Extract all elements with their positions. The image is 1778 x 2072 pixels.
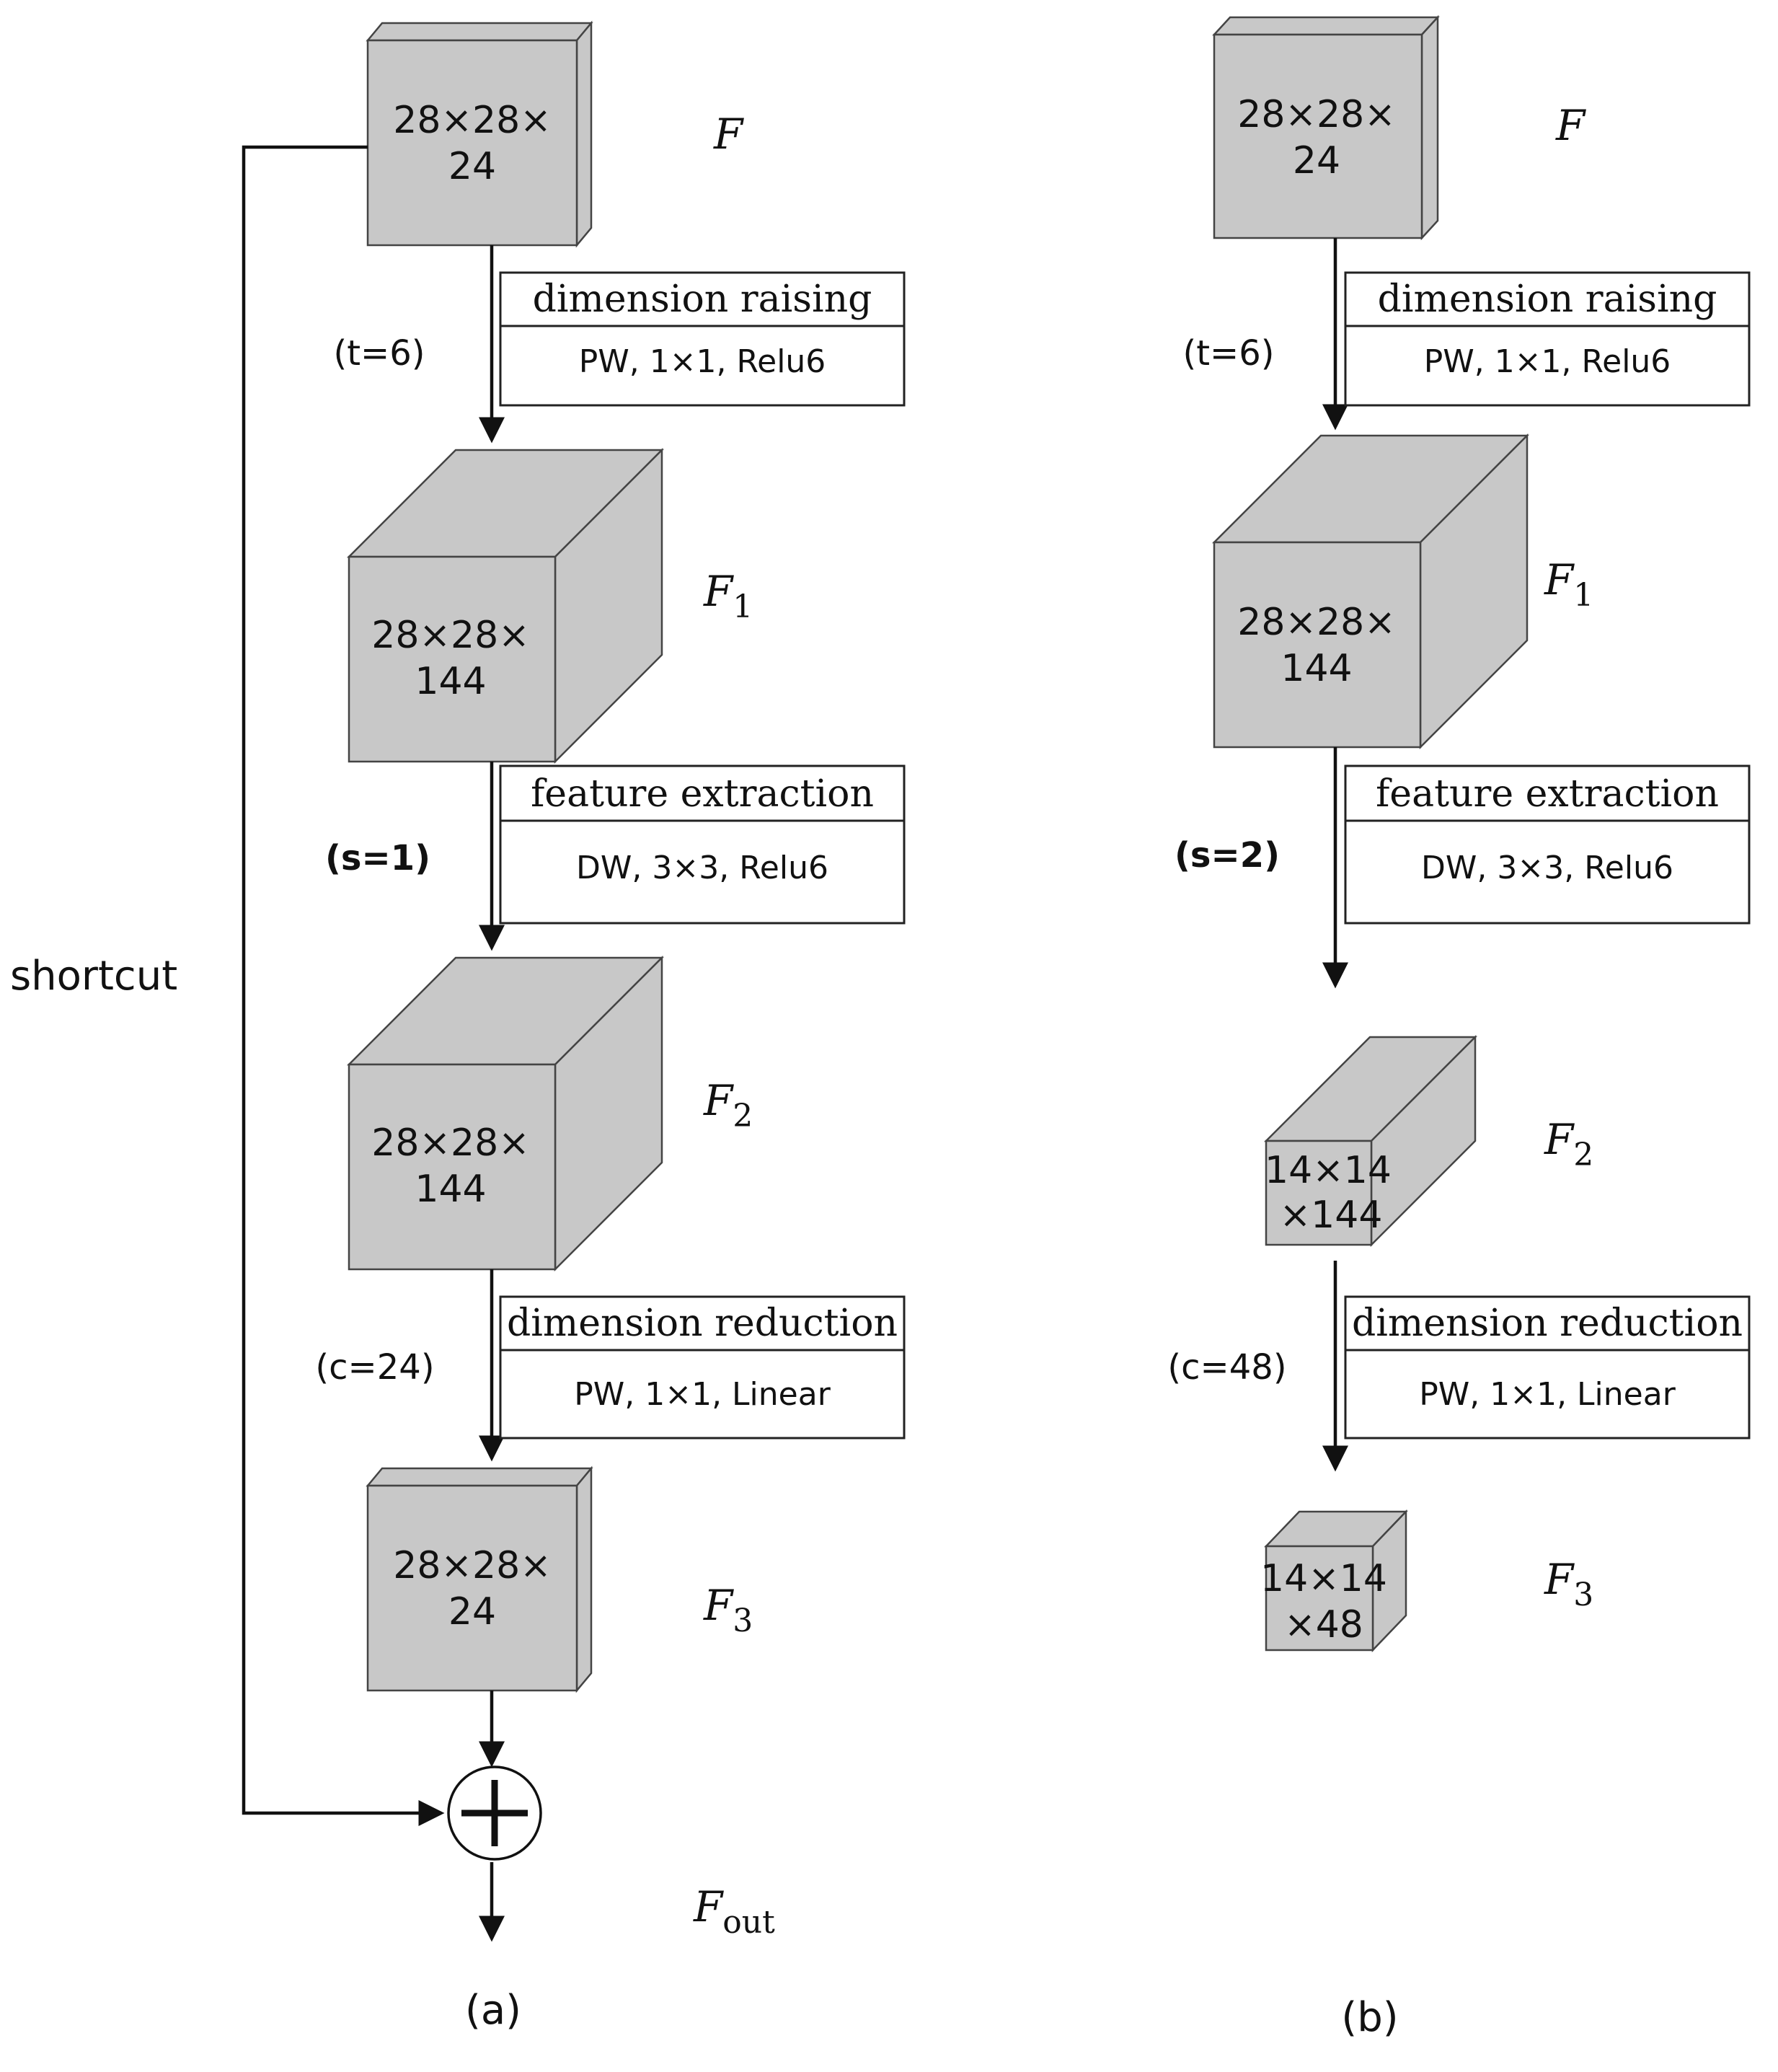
label-f3-a: F3 [703, 1581, 753, 1639]
box-b-feature-extraction: feature extraction DW, 3×3, Relu6 [1344, 764, 1751, 925]
label-fout: Fout [693, 1882, 775, 1941]
cube-f1-a-dim2: 144 [415, 660, 486, 703]
box-b-1-title: dimension raising [1378, 278, 1717, 321]
label-f-a: F [713, 110, 744, 159]
panel-a: 28×28× 24 F 28×28× 144 F1 28×28× 144 F2 … [10, 20, 906, 2034]
panel-b: 28×28× 24 F 28×28× 144 F1 14×14 ×144 F2 … [1167, 14, 1751, 2041]
cube-f-a-dim1: 28×28× [393, 99, 551, 142]
box-b-3-title: dimension reduction [1352, 1302, 1743, 1345]
cube-f-a: 28×28× 24 [366, 20, 593, 248]
cube-f2-b-dim1: 14×14 [1265, 1149, 1392, 1192]
cube-f1-a-dim1: 28×28× [371, 614, 529, 657]
cube-f2-a: 28×28× 144 [346, 955, 665, 1272]
box-b-2-body: DW, 3×3, Relu6 [1421, 850, 1673, 886]
shortcut-label: shortcut [10, 953, 177, 1000]
cube-f-a-dim2: 24 [448, 145, 496, 188]
cube-f3-a-dim2: 24 [448, 1590, 496, 1634]
caption-a: (a) [465, 1987, 521, 2034]
label-f1-b: F1 [1544, 555, 1593, 614]
sum-node [447, 1765, 542, 1861]
cube-f3-b: 14×14 ×48 [1260, 1509, 1408, 1653]
cube-f1-b-dim1: 28×28× [1237, 601, 1395, 644]
param-b-t: (t=6) [1182, 333, 1274, 374]
box-b-2-title: feature extraction [1376, 772, 1719, 816]
label-f1-a: F1 [703, 567, 753, 625]
box-b-1-body: PW, 1×1, Relu6 [1424, 343, 1671, 380]
cube-f-b-dim1: 28×28× [1237, 93, 1395, 136]
param-a-t: (t=6) [333, 333, 425, 374]
cube-f3-b-dim2: ×48 [1284, 1603, 1363, 1646]
cube-f2-b: 14×14 ×144 [1263, 1034, 1478, 1248]
box-b-dimension-raising: dimension raising PW, 1×1, Relu6 [1344, 271, 1751, 407]
param-a-c: (c=24) [315, 1347, 434, 1388]
cube-f1-b-dim2: 144 [1281, 647, 1352, 690]
cube-f3-b-dim1: 14×14 [1260, 1557, 1387, 1600]
param-b-c: (c=48) [1167, 1347, 1286, 1388]
caption-b: (b) [1341, 1994, 1398, 2041]
cube-f2-b-dim2: ×144 [1280, 1194, 1383, 1237]
label-f3-b: F3 [1544, 1555, 1593, 1613]
cube-f1-b: 28×28× 144 [1211, 433, 1530, 750]
box-a-dimension-raising: dimension raising PW, 1×1, Relu6 [499, 271, 906, 407]
box-a-1-body: PW, 1×1, Relu6 [579, 343, 826, 380]
label-f2-b: F2 [1544, 1115, 1593, 1173]
cube-f2-a-dim1: 28×28× [371, 1121, 529, 1165]
param-b-s: (s=2) [1175, 835, 1280, 876]
label-f-b: F [1555, 101, 1586, 150]
box-a-2-title: feature extraction [531, 772, 874, 816]
label-f2-a: F2 [703, 1076, 753, 1134]
box-a-1-title: dimension raising [533, 278, 872, 321]
cube-f3-a: 28×28× 24 [366, 1465, 593, 1693]
shortcut-path [242, 145, 445, 1826]
box-b-dimension-reduction: dimension reduction PW, 1×1, Linear [1344, 1295, 1751, 1440]
box-a-3-title: dimension reduction [507, 1302, 898, 1345]
cube-f2-a-dim2: 144 [415, 1168, 486, 1211]
cube-f1-a: 28×28× 144 [346, 447, 665, 764]
cube-f-b-dim2: 24 [1293, 139, 1340, 182]
param-a-s: (s=1) [325, 838, 430, 878]
cube-f3-a-dim1: 28×28× [393, 1544, 551, 1587]
box-b-3-body: PW, 1×1, Linear [1419, 1376, 1676, 1413]
box-a-feature-extraction: feature extraction DW, 3×3, Relu6 [499, 764, 906, 925]
cube-f-b: 28×28× 24 [1212, 14, 1440, 241]
box-a-2-body: DW, 3×3, Relu6 [576, 850, 828, 886]
box-a-dimension-reduction: dimension reduction PW, 1×1, Linear [499, 1295, 906, 1440]
box-a-3-body: PW, 1×1, Linear [574, 1376, 831, 1413]
